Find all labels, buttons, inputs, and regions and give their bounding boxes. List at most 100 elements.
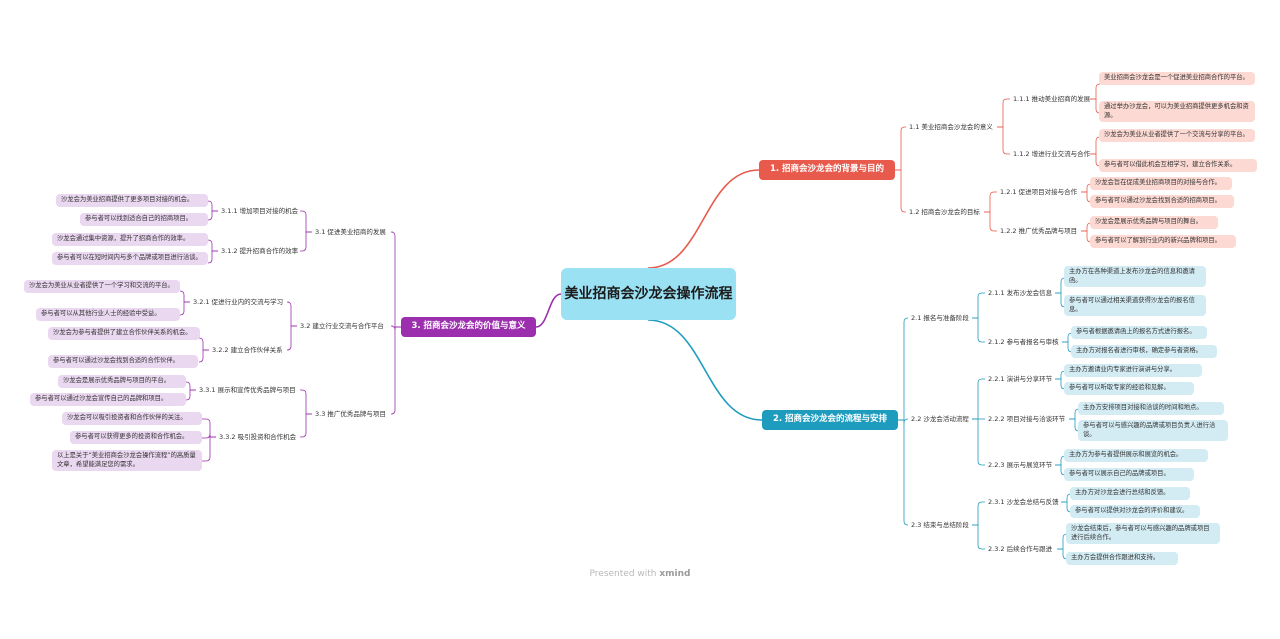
topic-3-2[interactable]: 3.2 建立行业交流与合作平台 xyxy=(300,322,384,330)
topic-1-1-2[interactable]: 1.1.2 增进行业交流与合作 xyxy=(1013,150,1091,158)
link-b21-1 xyxy=(972,317,985,343)
leaf-1-1-2-b[interactable]: 参与者可以借此机会互相学习，建立合作关系。 xyxy=(1099,159,1257,172)
leaf-2-2-1-b[interactable]: 参与者可以听取专家的经验和见解。 xyxy=(1064,382,1194,395)
leaf-3-1-1-a[interactable]: 沙龙会为美业招商提供了更多项目对接的机会。 xyxy=(56,194,208,207)
topic-2-2-2[interactable]: 2.2.2 项目对接与洽谈环节 xyxy=(988,415,1066,423)
leaf-2-3-1-b[interactable]: 参与者可以提供对沙龙会的评价和建议。 xyxy=(1070,505,1200,518)
presented-with-footer: Presented with xmind xyxy=(560,569,720,579)
link-b11-0 xyxy=(997,98,1010,128)
leaf-3-3-2-c[interactable]: 以上是关于“美业招商会沙龙会操作流程”的高质量文章，希望能满足您的需求。 xyxy=(52,450,202,471)
branch-3-topic[interactable]: 3. 招商会沙龙会的价值与意义 xyxy=(401,317,536,337)
leaf-2-1-1-b[interactable]: 参与者可以通过相关渠道获得沙龙会的报名信息。 xyxy=(1064,295,1206,316)
link-b312-1 xyxy=(207,250,218,264)
link-b2-0 xyxy=(898,317,909,421)
branch-1-topic[interactable]: 1. 招商会沙龙会的背景与目的 xyxy=(759,160,895,180)
link-b32-0 xyxy=(286,301,297,327)
link-b312-0 xyxy=(207,239,218,252)
link-b3-0 xyxy=(390,231,401,328)
leaf-2-1-1-a[interactable]: 主办方在各种渠道上发布沙龙会的信息和邀请函。 xyxy=(1064,266,1206,287)
topic-3-1-1[interactable]: 3.1.1 增加项目对接的机会 xyxy=(221,207,299,215)
link-b322-0 xyxy=(198,337,209,351)
leaf-3-1-2-b[interactable]: 参与者可以在短时间内与多个品牌或项目进行洽谈。 xyxy=(52,252,208,265)
topic-2-1[interactable]: 2.1 报名与准备阶段 xyxy=(911,314,969,322)
link-b11-1 xyxy=(997,126,1010,155)
link-b332-0 xyxy=(202,418,216,438)
leaf-1-2-1-a[interactable]: 沙龙会旨在促成美业招商项目的对接与合作。 xyxy=(1090,177,1232,190)
link-b331-0 xyxy=(185,381,196,391)
leaf-3-1-2-a[interactable]: 沙龙会通过集中资源，提升了招商合作的效率。 xyxy=(52,233,208,246)
footer-prefix: Presented with xyxy=(589,569,660,579)
link-b331-1 xyxy=(185,389,196,401)
topic-1-2-2[interactable]: 1.2.2 推广优秀品牌与项目 xyxy=(1000,227,1078,235)
topic-2-2-3[interactable]: 2.2.3 展示与展览环节 xyxy=(988,461,1053,469)
leaf-2-2-3-a[interactable]: 主办方为参与者提供展示和展览的机会。 xyxy=(1064,449,1208,462)
topic-3-2-1[interactable]: 3.2.1 促进行业内的交流与学习 xyxy=(193,298,284,306)
topic-3-1-2[interactable]: 3.1.2 提升招商合作的效率 xyxy=(221,247,299,255)
link-b31-0 xyxy=(300,210,312,233)
topic-2-3-2[interactable]: 2.3.2 后续合作与跟进 xyxy=(988,545,1053,553)
topic-2-2[interactable]: 2.2 沙龙会活动流程 xyxy=(911,415,969,423)
topic-1-1-1[interactable]: 1.1.1 推动美业招商的发展 xyxy=(1013,95,1091,103)
topic-3-3[interactable]: 3.3 推广优秀品牌与项目 xyxy=(315,410,386,418)
topic-1-1[interactable]: 1.1 美业招商会沙龙会的意义 xyxy=(909,123,993,131)
leaf-2-2-3-b[interactable]: 参与者可以展示自己的品牌或项目。 xyxy=(1064,468,1194,481)
link-b311-1 xyxy=(207,210,218,221)
leaf-3-1-1-b[interactable]: 参与者可以找到适合自己的招商项目。 xyxy=(80,213,208,226)
link-b23-1 xyxy=(972,524,985,550)
link-b1-0 xyxy=(895,126,906,171)
link-b32-1 xyxy=(286,325,297,351)
link-b3-2 xyxy=(390,326,401,415)
leaf-2-1-2-b[interactable]: 主办方对报名者进行审核，确定参与者资格。 xyxy=(1071,345,1217,358)
link-root-b2 xyxy=(647,319,763,421)
link-b22-2 xyxy=(972,418,985,466)
leaf-3-3-2-b[interactable]: 参与者可以获得更多的投资和合作机会。 xyxy=(70,431,202,444)
root-topic[interactable]: 美业招商会沙龙会操作流程 xyxy=(561,268,736,320)
branch-2-topic[interactable]: 2. 招商会沙龙会的流程与安排 xyxy=(762,410,898,430)
link-root-b1 xyxy=(647,169,760,269)
topic-3-1[interactable]: 3.1 促进美业招商的发展 xyxy=(315,228,386,236)
link-root-b3 xyxy=(535,293,562,328)
topic-2-1-2[interactable]: 2.1.2 参与者报名与审核 xyxy=(988,338,1059,346)
leaf-3-3-1-b[interactable]: 参与者可以通过沙龙会宣传自己的品牌和项目。 xyxy=(30,393,186,406)
topic-1-2-1[interactable]: 1.2.1 促进项目对接与合作 xyxy=(1000,188,1078,196)
leaf-1-2-2-a[interactable]: 沙龙会是展示优秀品牌与项目的舞台。 xyxy=(1090,216,1218,229)
leaf-3-2-2-b[interactable]: 参与者可以通过沙龙会找到合适的合作伙伴。 xyxy=(48,355,198,368)
topic-2-3[interactable]: 2.3 结束与总结阶段 xyxy=(911,521,969,529)
topic-3-3-2[interactable]: 3.3.2 吸引投资和合作机会 xyxy=(219,433,297,441)
link-b33-0 xyxy=(300,389,312,415)
topic-2-2-1[interactable]: 2.2.1 演讲与分享环节 xyxy=(988,375,1053,383)
link-b12-0 xyxy=(984,191,997,213)
leaf-1-2-1-b[interactable]: 参与者可以通过沙龙会找到合适的招商项目。 xyxy=(1090,195,1234,208)
link-b1-1 xyxy=(895,169,906,213)
link-b332-1 xyxy=(202,433,216,439)
topic-3-2-2[interactable]: 3.2.2 建立合作伙伴关系 xyxy=(212,346,283,354)
leaf-3-2-1-a[interactable]: 沙龙会为美业从业者提供了一个学习和交流的平台。 xyxy=(24,280,180,293)
leaf-2-3-2-a[interactable]: 沙龙会结束后，参与者可以与感兴趣的品牌或项目进行后续合作。 xyxy=(1066,523,1220,544)
link-b21-0 xyxy=(972,292,985,319)
link-b2-2 xyxy=(898,419,909,526)
leaf-2-1-2-a[interactable]: 参与者根据邀请函上的报名方式进行报名。 xyxy=(1071,326,1207,339)
topic-1-2[interactable]: 1.2 招商会沙龙会的目标 xyxy=(909,208,980,216)
leaf-1-1-2-a[interactable]: 沙龙会为美业从业者提供了一个交流与分享的平台。 xyxy=(1099,129,1255,142)
topic-2-1-1[interactable]: 2.1.1 发布沙龙会信息 xyxy=(988,289,1053,297)
leaf-1-2-2-b[interactable]: 参与者可以了解到行业内的新兴品牌和项目。 xyxy=(1090,235,1236,248)
topic-3-3-1[interactable]: 3.3.1 展示和宣传优秀品牌与项目 xyxy=(199,386,296,394)
link-b23-0 xyxy=(972,501,985,526)
leaf-2-2-1-a[interactable]: 主办方邀请业内专家进行演讲与分享。 xyxy=(1064,364,1202,377)
link-b332-2 xyxy=(202,436,216,462)
leaf-2-3-2-b[interactable]: 主办方会提供合作跟进和支持。 xyxy=(1066,552,1178,565)
leaf-3-2-2-a[interactable]: 沙龙会为参与者提供了建立合作伙伴关系的机会。 xyxy=(48,327,200,340)
leaf-2-2-2-b[interactable]: 参与者可以与感兴趣的品牌或项目负责人进行洽谈。 xyxy=(1078,420,1228,441)
leaf-2-3-1-a[interactable]: 主办方对沙龙会进行总结和反馈。 xyxy=(1070,487,1190,500)
leaf-3-3-2-a[interactable]: 沙龙会可以吸引投资者和合作伙伴的关注。 xyxy=(62,412,202,425)
link-b31-1 xyxy=(300,231,312,252)
leaf-3-2-1-b[interactable]: 参与者可以从其他行业人士的经验中受益。 xyxy=(36,308,180,321)
leaf-2-2-2-a[interactable]: 主办方安排项目对接和洽谈的时间和地点。 xyxy=(1078,402,1224,415)
leaf-1-1-1-a[interactable]: 美业招商会沙龙会是一个促进美业招商合作的平台。 xyxy=(1099,72,1255,85)
link-b33-1 xyxy=(300,413,312,438)
leaf-1-1-1-b[interactable]: 通过举办沙龙会，可以为美业招商提供更多机会和资源。 xyxy=(1099,101,1255,122)
link-b12-1 xyxy=(984,211,997,232)
topic-2-3-1[interactable]: 2.3.1 沙龙会总结与反馈 xyxy=(988,498,1059,506)
leaf-3-3-1-a[interactable]: 沙龙会是展示优秀品牌与项目的平台。 xyxy=(58,375,186,388)
